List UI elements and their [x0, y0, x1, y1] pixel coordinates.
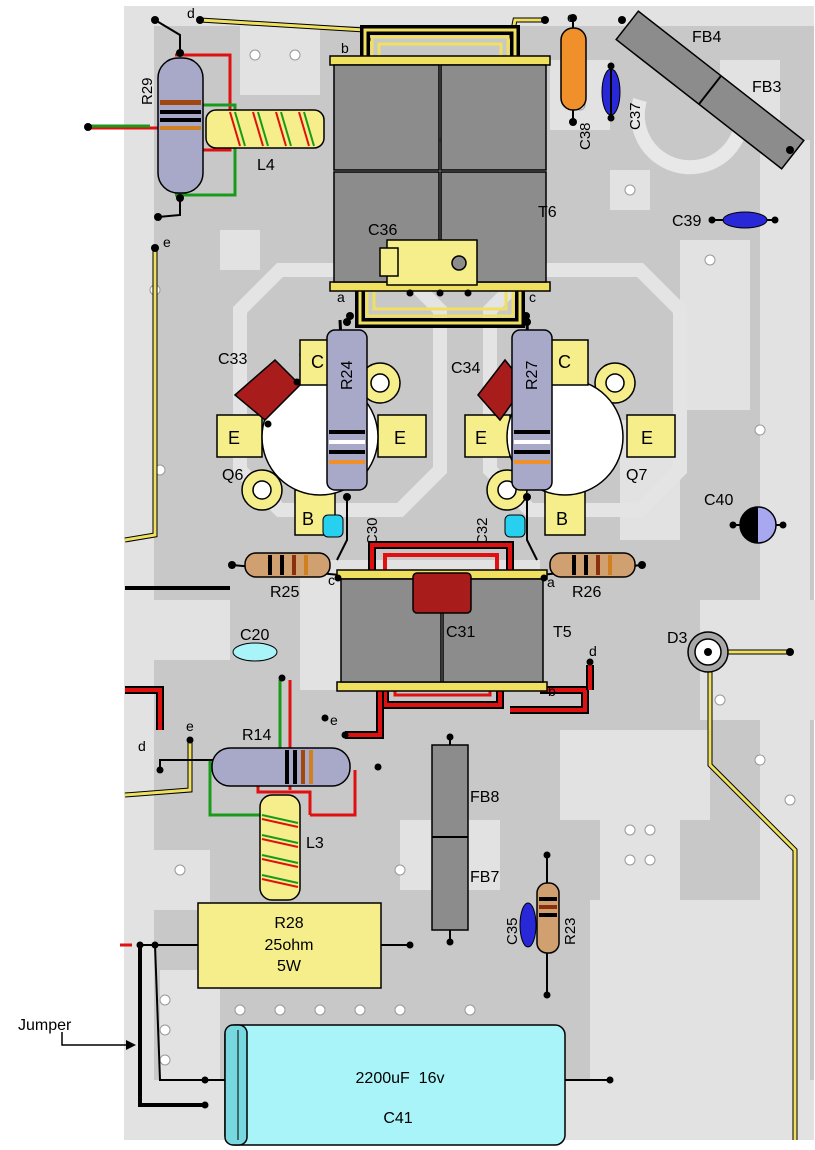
fb4-label: FB4	[692, 29, 721, 46]
fb7-label: FB7	[470, 869, 499, 886]
c35-label: C35	[504, 917, 521, 945]
q7-pin-e-left: E	[475, 428, 487, 448]
c30-label: C30	[364, 517, 381, 545]
c36-label: C36	[368, 222, 397, 239]
c37-label: C37	[627, 102, 644, 130]
r28-power: 5W	[277, 958, 302, 975]
node-c-t5: c	[328, 572, 335, 588]
t5-transformer	[334, 541, 594, 739]
c31-label: C31	[446, 624, 475, 641]
c41-capacitor	[224, 1024, 566, 1146]
q7-label: Q7	[626, 467, 647, 484]
r23-label: R23	[562, 917, 579, 945]
node-e-t5: e	[330, 712, 338, 728]
node-d-t5: d	[589, 643, 597, 659]
node-a-t6: a	[337, 289, 345, 305]
node-d-left: d	[138, 738, 146, 754]
q6-pin-b: B	[302, 509, 314, 529]
d3-diode	[687, 631, 729, 673]
q7-transistor	[464, 318, 676, 561]
r25-resistor	[228, 552, 341, 578]
l3-label: L3	[306, 835, 324, 852]
c38-label: C38	[577, 122, 594, 150]
fb8-label: FB8	[470, 789, 499, 806]
fb3-fb4-ferrite	[615, 10, 805, 170]
r28-value: 25ohm	[265, 937, 314, 954]
q6-pin-c: C	[311, 352, 324, 372]
c32-capacitor	[504, 514, 526, 538]
node-c-t6: c	[529, 289, 536, 305]
node-a-t5: a	[547, 574, 555, 590]
node-b-t5: b	[548, 683, 556, 699]
l4-inductor	[205, 109, 325, 149]
pcb-octagon-q7	[483, 263, 687, 517]
node-e-left: e	[163, 234, 171, 250]
c40-capacitor	[739, 506, 777, 544]
r23-resistor	[536, 882, 560, 954]
c39-capacitor	[722, 211, 768, 229]
fb3-label: FB3	[752, 79, 781, 96]
c35-capacitor	[519, 902, 537, 948]
node-e-top: e	[567, 9, 575, 25]
c39-label: C39	[672, 213, 701, 230]
node-b-t6: b	[341, 40, 349, 56]
c40-label: C40	[704, 492, 733, 509]
node-e-r14: e	[186, 718, 194, 734]
q7-pin-e-right: E	[641, 428, 653, 448]
r29-l4-assembly	[84, 16, 325, 252]
r24-label: R24	[339, 361, 356, 390]
r29-resistor	[157, 57, 204, 194]
pcb-holes	[149, 49, 796, 1066]
r26-resistor	[539, 552, 646, 578]
t5-label: T5	[553, 624, 572, 641]
node-d-top: d	[187, 5, 195, 21]
q7-pin-b: B	[556, 509, 568, 529]
q6-pin-e-left: E	[228, 428, 240, 448]
c20-label: C20	[240, 627, 269, 644]
q7-pin-c: C	[558, 352, 571, 372]
r14-label: R14	[242, 727, 271, 744]
t6-transformer	[329, 16, 551, 328]
c31-capacitor	[412, 572, 472, 614]
c41-label: C41	[383, 1110, 412, 1127]
r14-l3-assembly	[156, 674, 382, 901]
r28-resistor	[197, 902, 382, 989]
q6-label: Q6	[222, 467, 243, 484]
jumper-wire	[138, 945, 205, 1107]
c34-label: C34	[451, 360, 480, 377]
d3-label: D3	[667, 630, 688, 647]
jumper-arrow	[61, 1032, 128, 1046]
r24-resistor	[326, 329, 368, 491]
r29-label: R29	[139, 77, 156, 105]
r28-label: R28	[274, 915, 303, 932]
q6-pin-e-right: E	[394, 428, 406, 448]
c38-capacitor	[560, 27, 587, 111]
r26-label: R26	[572, 584, 601, 601]
l3-inductor	[259, 794, 301, 901]
pcb-ring-trace	[630, 97, 747, 175]
c41-value: 2200uF 16v	[356, 1070, 445, 1087]
c33-label: C33	[218, 351, 247, 368]
c30-capacitor	[322, 514, 344, 538]
t6-label: T6	[538, 204, 557, 221]
jumper-label: Jumper	[18, 1017, 72, 1034]
r27-resistor	[511, 329, 553, 491]
q6-transistor	[216, 318, 427, 561]
c20-capacitor	[232, 642, 278, 662]
r14-resistor	[211, 747, 351, 787]
l4-label: L4	[257, 157, 275, 174]
r25-label: R25	[270, 584, 299, 601]
c32-label: C32	[474, 517, 491, 545]
left-yellow-wires	[124, 250, 230, 798]
fb7-fb8-ferrite	[431, 733, 469, 946]
r27-label: R27	[524, 361, 541, 390]
